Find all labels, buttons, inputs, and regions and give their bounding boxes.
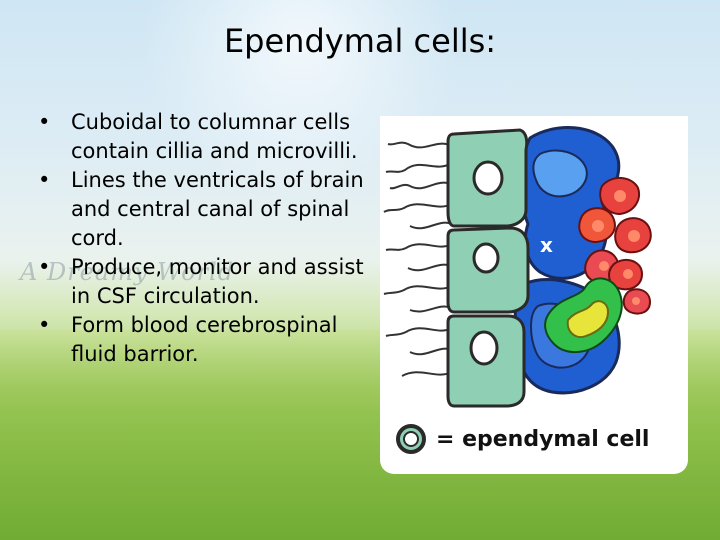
cilium bbox=[385, 163, 451, 173]
ependymal-cell-swatch-icon bbox=[396, 424, 426, 454]
bullet-item: • Produce, monitor and assist in CSF cir… bbox=[38, 253, 383, 311]
red-cell-nucleus bbox=[628, 230, 640, 242]
cilium bbox=[401, 371, 453, 377]
red-cell-nuclei bbox=[592, 190, 640, 305]
bullet-text: Produce, monitor and assist in CSF circu… bbox=[71, 255, 364, 308]
cilium bbox=[385, 243, 453, 251]
bullet-list: • Cuboidal to columnar cells contain cil… bbox=[38, 108, 383, 369]
cilium bbox=[389, 181, 453, 190]
yellow-cell bbox=[566, 300, 610, 338]
cilium bbox=[409, 347, 453, 356]
ependymal-swatch-nucleus bbox=[403, 431, 419, 447]
ependymal-cell-diagram: x = ependymal cell bbox=[380, 116, 688, 474]
slide-title: Ependymal cells: bbox=[223, 22, 497, 60]
bullet-dot: • bbox=[38, 313, 51, 337]
bullet-dot: • bbox=[38, 168, 51, 192]
cilium bbox=[387, 141, 453, 149]
cilium bbox=[383, 203, 453, 213]
ependymal-nucleus bbox=[469, 330, 499, 366]
red-cell-nucleus bbox=[614, 190, 626, 202]
cilium bbox=[383, 285, 453, 295]
cilium bbox=[409, 221, 453, 230]
cilium bbox=[407, 263, 453, 272]
red-cell-nucleus bbox=[592, 220, 604, 232]
cilium bbox=[409, 305, 453, 313]
bullet-text: Lines the ventricals of brain and centra… bbox=[71, 168, 364, 250]
red-cell-nucleus bbox=[599, 261, 609, 271]
ependymal-nucleus bbox=[472, 160, 504, 196]
diagram-legend: = ependymal cell bbox=[396, 424, 649, 454]
bullet-dot: • bbox=[38, 110, 51, 134]
bullet-item: • Cuboidal to columnar cells contain cil… bbox=[38, 108, 383, 166]
cilium bbox=[385, 327, 453, 337]
red-cell-nucleus bbox=[623, 269, 633, 279]
red-cell-nucleus bbox=[632, 297, 640, 305]
ependymal-nucleus bbox=[472, 242, 500, 274]
background-watermark: A Dreamy World bbox=[20, 258, 235, 286]
bullet-text: Cuboidal to columnar cells contain cilli… bbox=[71, 110, 358, 163]
cilia-group bbox=[383, 141, 453, 377]
cell-illustration: x bbox=[383, 126, 652, 408]
bullet-item: • Lines the ventricals of brain and cent… bbox=[38, 166, 383, 253]
ependymal-nuclei bbox=[469, 160, 504, 366]
bullet-item: • Form blood cerebrospinal fluid barrior… bbox=[38, 311, 383, 369]
cell-x-label: x bbox=[540, 233, 553, 257]
bullet-dot: • bbox=[38, 255, 51, 279]
astrocyte-nucleus bbox=[532, 149, 588, 198]
legend-label: = ependymal cell bbox=[436, 426, 650, 452]
bullet-text: Form blood cerebrospinal fluid barrior. bbox=[71, 313, 338, 366]
